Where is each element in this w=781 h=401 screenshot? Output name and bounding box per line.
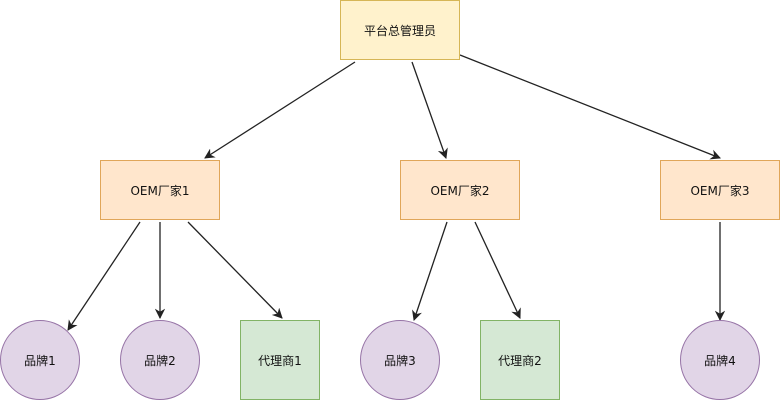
brand-node-3[interactable]: 品牌3	[360, 320, 440, 400]
brand-node-1[interactable]: 品牌1	[0, 320, 80, 400]
edge-oem1-to-brand1	[67, 221, 141, 331]
brand-node-label: 品牌2	[144, 353, 176, 368]
oem-node-2[interactable]: OEM厂家2	[400, 160, 520, 220]
root-node-platform-admin[interactable]: 平台总管理员	[340, 0, 460, 60]
edge-root-to-oem2	[411, 61, 448, 159]
edge-oem2-to-brand3	[412, 221, 448, 321]
edge-root-to-oem3	[459, 54, 721, 160]
brand-node-2[interactable]: 品牌2	[120, 320, 200, 400]
oem-node-label: OEM厂家1	[130, 183, 190, 198]
edge-oem2-to-agent2	[474, 221, 521, 319]
agent-node-label: 代理商1	[258, 353, 302, 368]
brand-node-4[interactable]: 品牌4	[680, 320, 760, 400]
edge-oem1-to-agent1	[187, 221, 283, 319]
oem-node-label: OEM厂家3	[690, 183, 750, 198]
oem-node-1[interactable]: OEM厂家1	[100, 160, 220, 220]
oem-node-3[interactable]: OEM厂家3	[660, 160, 780, 220]
agent-node-label: 代理商2	[498, 353, 542, 368]
oem-node-label: OEM厂家2	[430, 183, 490, 198]
agent-node-2[interactable]: 代理商2	[480, 320, 560, 400]
agent-node-1[interactable]: 代理商1	[240, 320, 320, 400]
edge-root-to-oem1	[204, 61, 356, 159]
root-node-label: 平台总管理员	[363, 23, 436, 38]
brand-node-label: 品牌4	[704, 353, 736, 368]
brand-node-label: 品牌3	[384, 353, 416, 368]
brand-node-label: 品牌1	[24, 353, 56, 368]
